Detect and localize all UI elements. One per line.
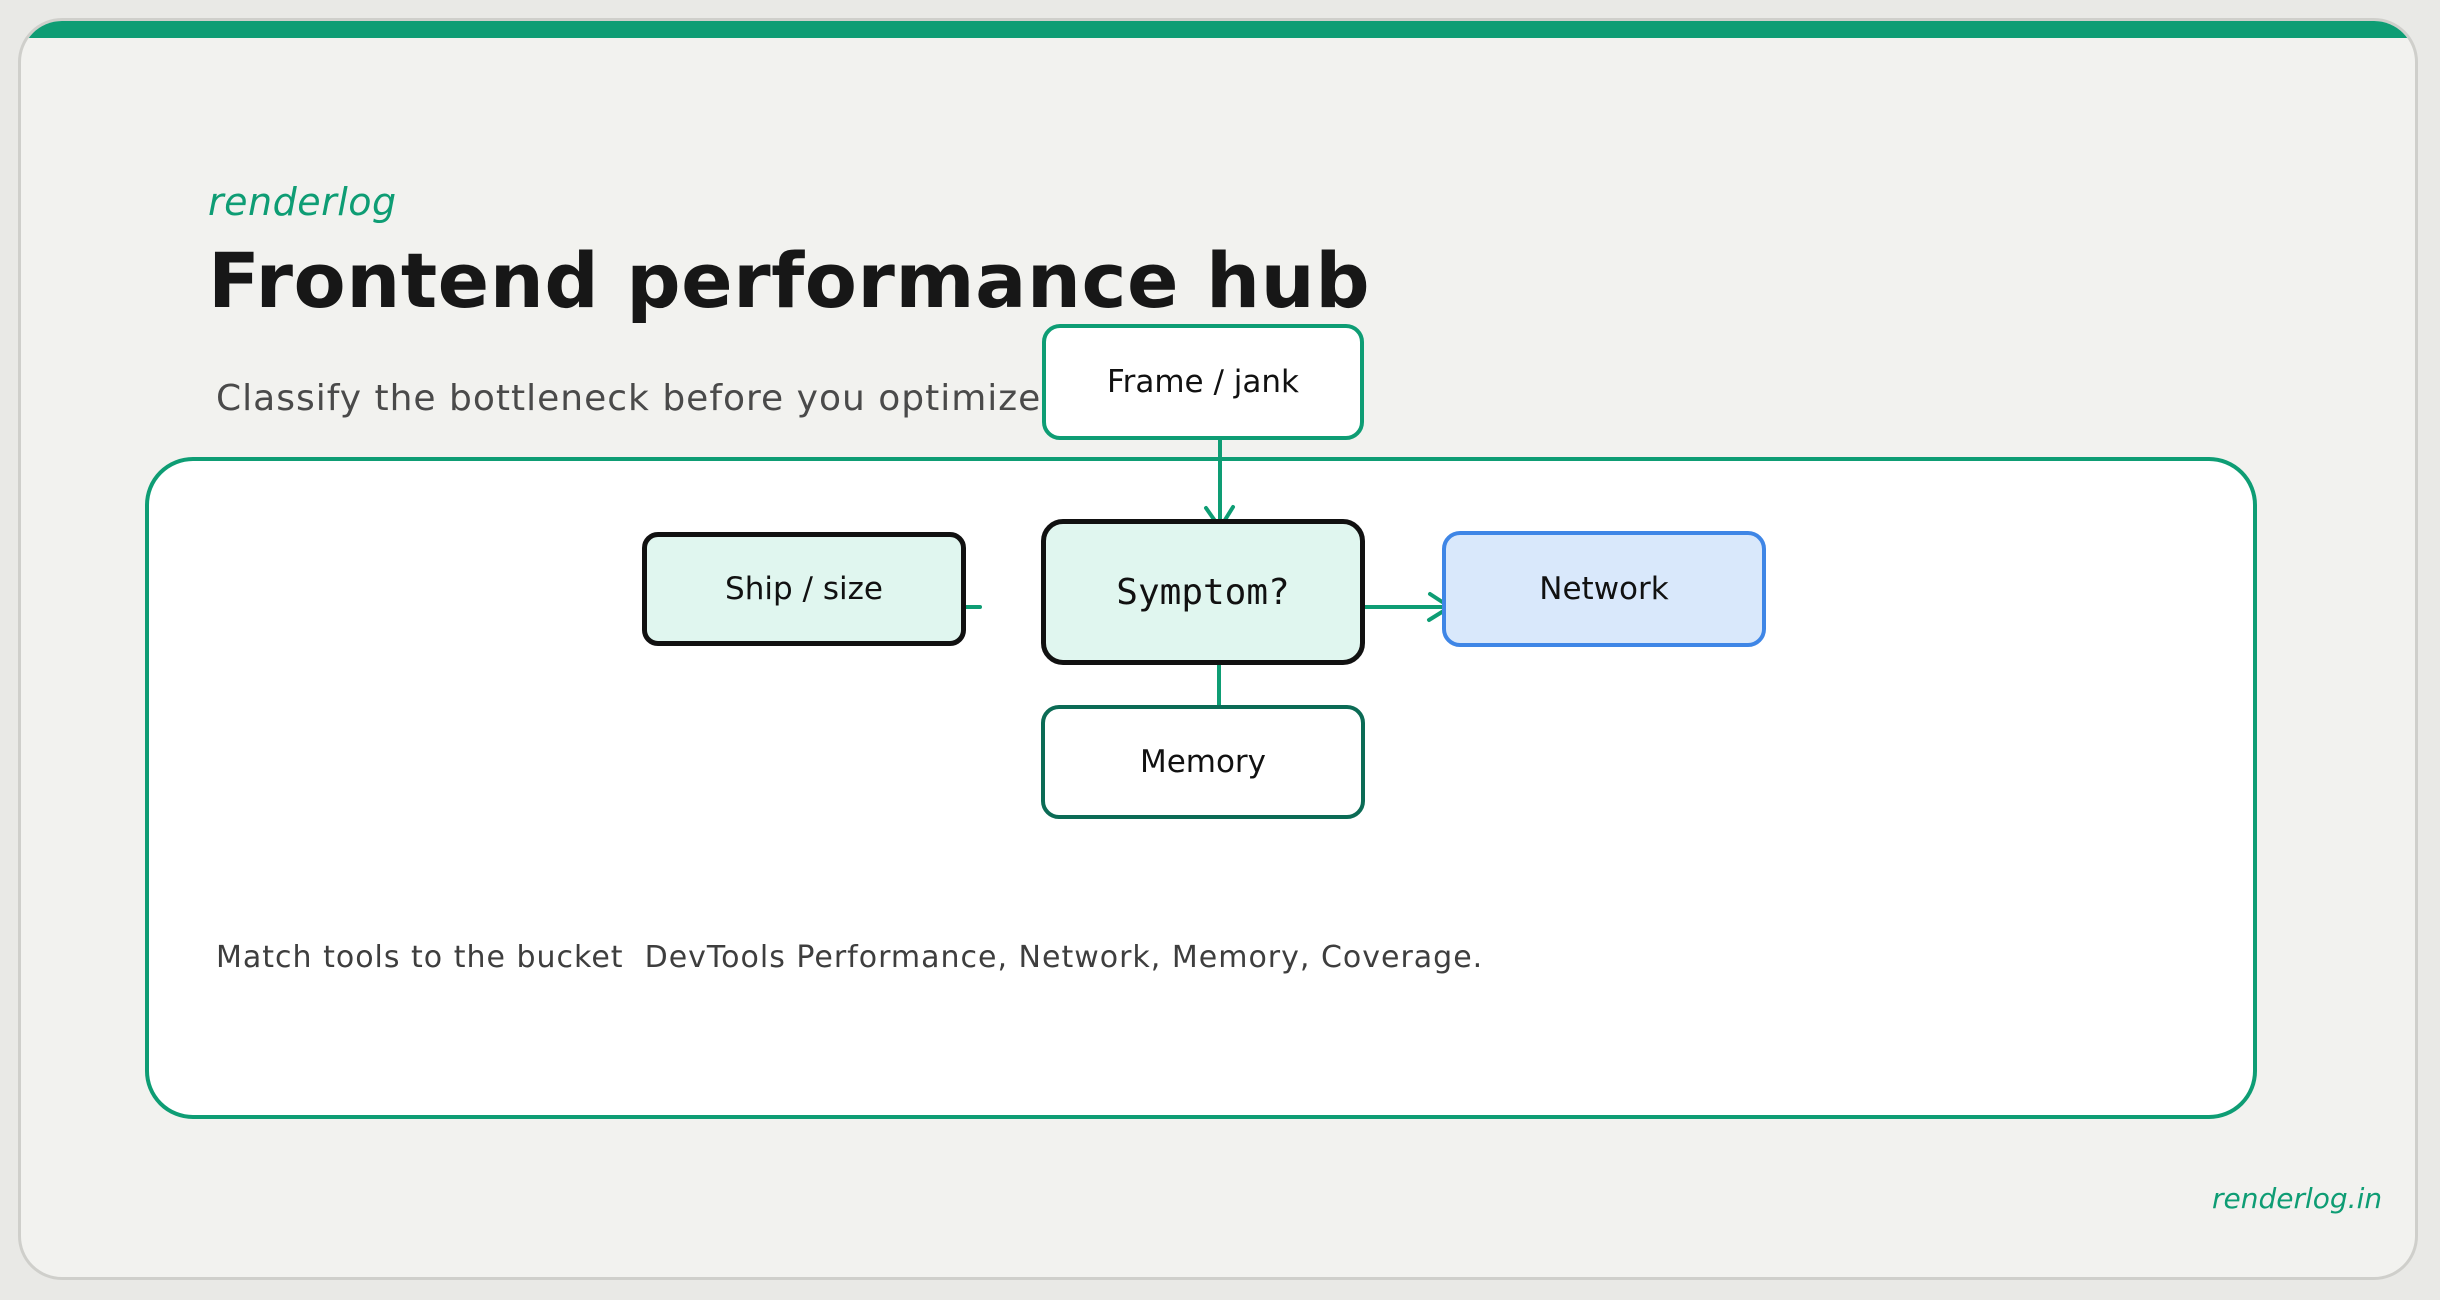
node-memory-label: Memory [1139,744,1267,780]
node-frame-jank: Frame / jank [1042,324,1364,440]
page-subtitle: Classify the bottleneck before you optim… [216,378,1042,419]
node-symptom: Symptom? [1041,519,1365,665]
accent-top-bar [21,21,2415,38]
node-network: Network [1442,531,1766,647]
brand-label: renderlog [208,180,397,224]
node-symptom-label: Symptom? [1116,571,1290,613]
footer-link[interactable]: renderlog.in [2212,1182,2383,1215]
tools-note: Match tools to the bucket DevTools Perfo… [216,940,1484,975]
page-title: Frontend performance hub [208,236,1371,325]
node-ship-size: Ship / size [642,532,966,646]
node-memory: Memory [1041,705,1365,819]
node-network-label: Network [1539,571,1669,607]
node-ship-size-label: Ship / size [725,571,883,607]
node-frame-jank-label: Frame / jank [1107,364,1299,400]
